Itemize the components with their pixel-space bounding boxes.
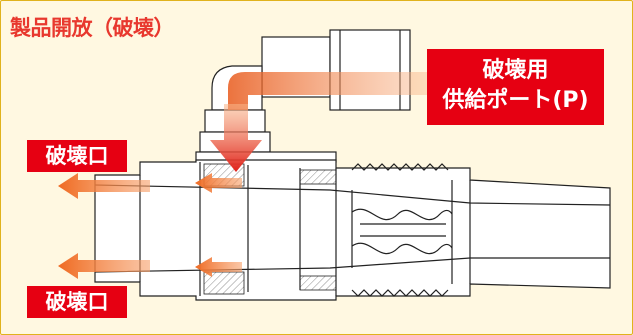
supply-port-label: 破壊用 供給ポート(P) xyxy=(427,49,604,125)
exhaust-label-top: 破壊口 xyxy=(27,140,127,172)
downward-flow-arrow xyxy=(210,104,262,172)
supply-flow-arrow xyxy=(228,72,428,110)
exhaust-arrow-top-inner xyxy=(195,173,242,193)
hatch-section-right-upper xyxy=(299,169,337,185)
exhaust-arrow-bottom-outer xyxy=(58,253,150,279)
supply-port-label-line1: 破壊用 xyxy=(482,58,549,83)
exhaust-arrow-top-outer xyxy=(58,173,150,199)
exhaust-label-bottom: 破壊口 xyxy=(27,286,127,318)
exhaust-arrow-bottom-inner xyxy=(195,257,242,277)
supply-port-label-line2: 供給ポート(P) xyxy=(442,88,589,113)
page-title: 製品開放（破壊） xyxy=(10,16,175,40)
hatch-section-right-lower xyxy=(299,275,337,291)
